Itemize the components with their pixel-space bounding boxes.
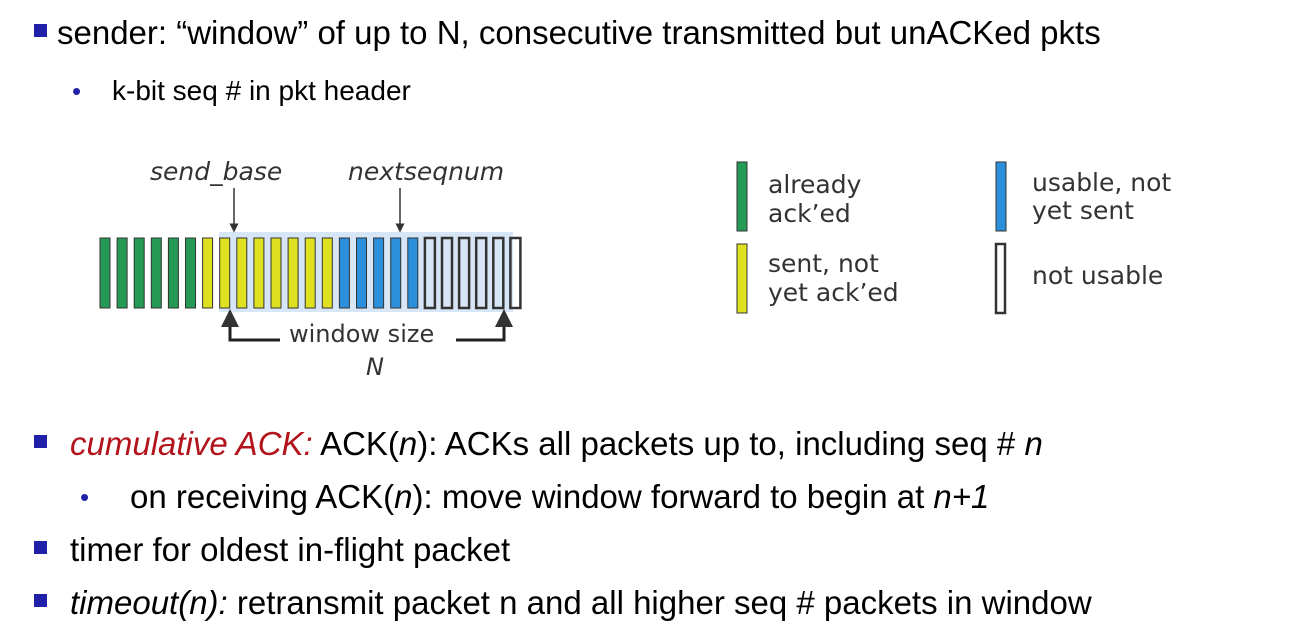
packet-acked [99,237,111,309]
legend-usable-swatch [995,161,1007,232]
bullet-square-icon [34,594,47,607]
legend-not-usable-label: not usable [1032,261,1163,290]
packet-usable [373,237,385,309]
window-left-bracket [221,309,280,342]
packet-not-usable [509,236,522,310]
packet-sent-not-acked [270,237,282,309]
packet-not-usable [474,236,488,310]
timeout-term: timeout(n): [70,584,228,621]
packet-sequence [99,236,522,310]
bullet-kbit: k-bit seq # in pkt header [112,75,411,106]
bullet-sender: sender: “window” of up to N, consecutive… [57,14,1101,51]
packet-not-usable [423,236,437,310]
packet-sent-not-acked [236,237,248,309]
packet-sent-not-acked [321,237,333,309]
legend-sent-swatch [736,243,748,314]
packet-acked [116,237,128,309]
legend-usable-label: usable, not yet sent [1032,168,1179,225]
send-base-label: send_base [150,157,282,186]
bullet-timeout: timeout(n): retransmit packet n and all … [70,584,1092,621]
packet-sent-not-acked [202,237,214,309]
packet-usable [390,237,402,309]
bullet-square-icon [34,435,47,448]
legend-acked-label: already ack’ed [768,170,869,228]
bullet-dot-icon: • [72,76,82,106]
packet-sent-not-acked [219,237,231,309]
packet-usable [407,237,419,309]
window-size-label: window size [289,320,434,348]
bullet-cumulative-ack: cumulative ACK: ACK(n): ACKs all packets… [70,425,1043,462]
window-right-bracket [456,309,513,342]
packet-not-usable [457,236,471,310]
bullet-square-icon [34,541,47,554]
window-n-label: N [366,353,384,381]
packet-acked [185,237,196,309]
nextseqnum-label: nextseqnum [348,157,504,186]
bullet-on-receiving: on receiving ACK(n): move window forward… [130,478,990,515]
packet-acked [133,237,145,309]
packet-sent-not-acked [253,237,265,309]
bullet-timer: timer for oldest in-flight packet [70,531,511,568]
packet-sent-not-acked [287,237,299,309]
legend-acked-swatch [736,161,748,232]
bullet-square-icon [34,24,47,37]
packet-acked [167,237,179,309]
packet-sent-not-acked [304,237,316,309]
legend-not-usable-swatch [994,242,1007,315]
legend-sent-label: sent, not yet ack’ed [768,249,899,307]
packet-usable [356,237,367,309]
bullet-dot-icon: • [80,482,90,512]
packet-acked [150,237,162,309]
packet-usable [338,237,350,309]
packet-not-usable [492,236,505,310]
cumulative-ack-term: cumulative ACK: [70,425,313,462]
packet-not-usable [440,236,454,310]
